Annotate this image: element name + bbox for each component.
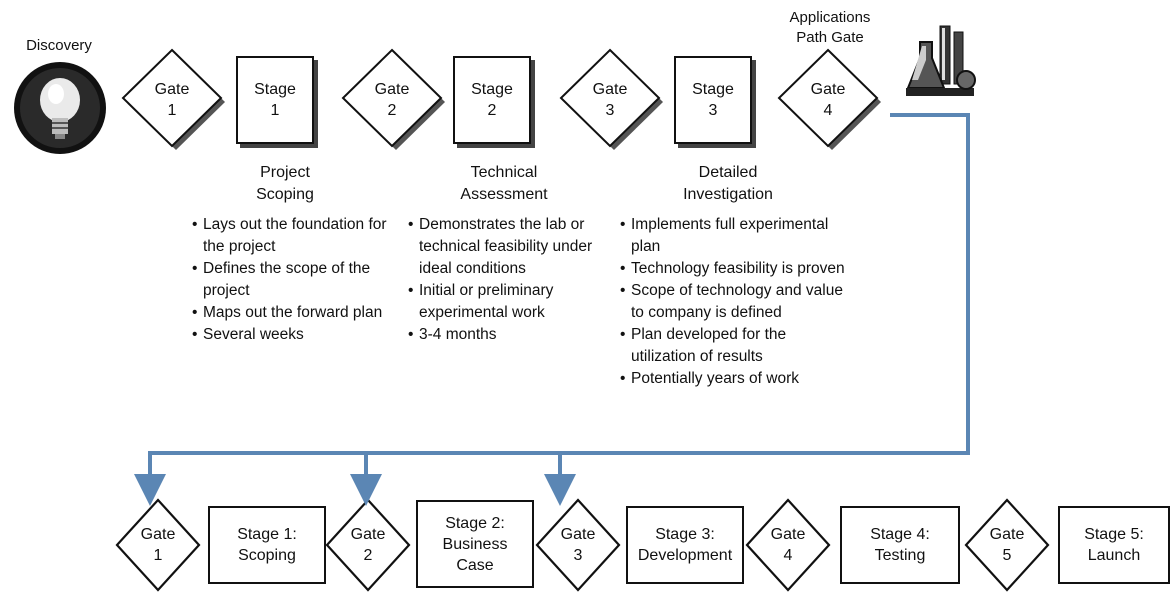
bottom-stage-3-box: Stage 3:Development: [626, 506, 744, 584]
column-title-detailed-investigation: Detailed Investigation: [683, 164, 773, 203]
column-title-technical-assessment: Technical Assessment: [460, 164, 548, 203]
top-gate-3-diamond: [559, 48, 663, 150]
bullet-item: Defines the scope of the project: [192, 258, 392, 302]
top-gate-2-diamond: [341, 48, 445, 150]
bullet-item: Initial or preliminary experimental work: [408, 280, 608, 324]
bullet-item: Maps out the forward plan: [192, 302, 392, 324]
connector-lines: [134, 113, 970, 506]
bullet-item: Technology feasibility is proven: [620, 258, 850, 280]
bottom-gate-3-diamond: [535, 498, 621, 592]
bottom-gate-4-diamond: [745, 498, 831, 592]
bottom-stage-4-box: Stage 4:Testing: [840, 506, 960, 584]
column-title-project-scoping: Project Scoping: [256, 164, 314, 203]
technical-assessment-bullet-list: Demonstrates the lab or technical feasib…: [408, 214, 608, 346]
discovery-label: Discovery: [26, 37, 92, 54]
bullet-item: Demonstrates the lab or technical feasib…: [408, 214, 608, 280]
detailed-investigation-bullet-list: Implements full experimental plan Techno…: [620, 214, 850, 390]
lightbulb-icon: [12, 60, 108, 156]
bullet-item: Implements full experimental plan: [620, 214, 850, 258]
bullet-item: Lays out the foundation for the project: [192, 214, 392, 258]
bottom-stage-5-box: Stage 5:Launch: [1058, 506, 1170, 584]
bullet-item: Plan developed for the utilization of re…: [620, 324, 850, 368]
bullet-item: 3-4 months: [408, 324, 608, 346]
applications-path-gate-label: Applications Path Gate: [789, 9, 871, 46]
project-scoping-bullet-list: Lays out the foundation for the project …: [192, 214, 392, 346]
bottom-gate-2-diamond: [325, 498, 411, 592]
lab-flasks-icon: [900, 22, 980, 100]
bottom-gate-5-diamond: [964, 498, 1050, 592]
top-gate-1-diamond: [121, 48, 225, 150]
bullet-item: Potentially years of work: [620, 368, 850, 390]
top-gate-4-diamond: [777, 48, 881, 150]
bullet-item: Several weeks: [192, 324, 392, 346]
bullet-item: Scope of technology and value to company…: [620, 280, 850, 324]
bottom-stage-1-box: Stage 1:Scoping: [208, 506, 326, 584]
bottom-gate-1-diamond: [115, 498, 201, 592]
